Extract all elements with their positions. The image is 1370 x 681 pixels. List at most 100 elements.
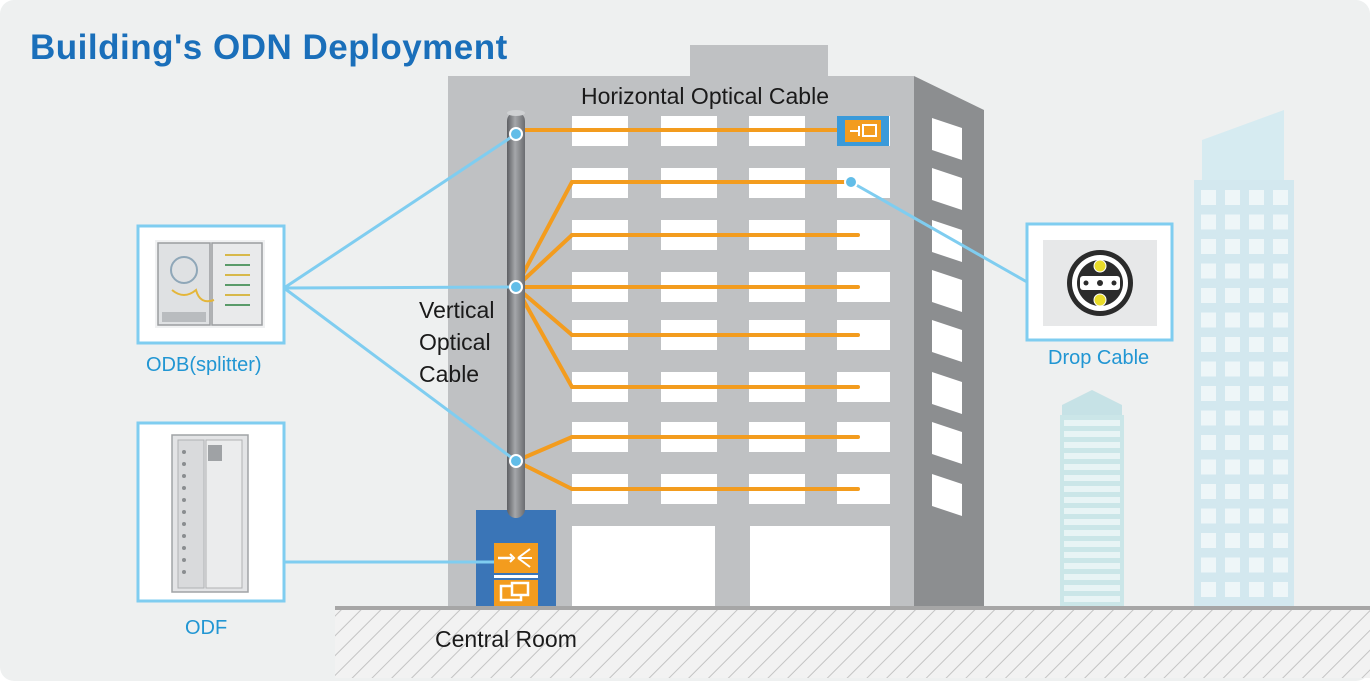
bg-window — [1249, 459, 1264, 475]
central-room-label: Central Room — [435, 626, 577, 652]
bg-window — [1273, 288, 1288, 303]
fiber-terminal-box-icon — [837, 116, 889, 146]
bg-window — [1225, 288, 1240, 303]
horizontal-cable-label: Horizontal Optical Cable — [581, 83, 830, 109]
bg-window — [1064, 453, 1120, 459]
side-window — [932, 270, 962, 312]
bg-window — [1249, 557, 1264, 573]
bg-window — [1064, 596, 1120, 602]
bg-window — [1225, 582, 1240, 597]
odf-cabinet-icon — [136, 421, 286, 603]
bg-window — [1064, 530, 1120, 536]
bg-window — [1201, 459, 1216, 475]
bg-window — [1273, 214, 1288, 230]
bg-window — [1225, 484, 1240, 499]
bg-window — [1064, 442, 1120, 448]
side-window — [932, 474, 962, 516]
splitter-icon — [494, 543, 538, 606]
bg-window — [1225, 263, 1240, 279]
odf-port — [182, 558, 186, 562]
bg-window — [1201, 533, 1216, 548]
background-short-building — [1060, 390, 1124, 610]
bg-window — [1225, 386, 1240, 401]
bg-window — [1273, 557, 1288, 573]
bg-window — [1249, 508, 1264, 524]
drop-cable-cross-section-icon — [1025, 222, 1174, 342]
bg-window — [1249, 435, 1264, 450]
bg-window — [1249, 239, 1264, 254]
bg-window — [1201, 263, 1216, 279]
odf-port — [182, 498, 186, 502]
ground — [335, 608, 1370, 678]
bg-window — [1064, 519, 1120, 525]
bg-window — [1225, 312, 1240, 328]
background-tall-building — [1194, 110, 1294, 610]
horizontal-optical-cables — [514, 128, 860, 491]
bg-window — [1201, 190, 1216, 205]
bg-window — [1201, 214, 1216, 230]
bg-window — [1249, 410, 1264, 426]
bg-window — [1273, 263, 1288, 279]
odf-port — [182, 570, 186, 574]
bg-window — [1064, 508, 1120, 514]
diagram-title: Building's ODN Deployment — [30, 28, 508, 67]
bg-window — [1273, 435, 1288, 450]
bg-window — [1273, 459, 1288, 475]
bg-window — [1225, 239, 1240, 254]
bg-window — [1225, 214, 1240, 230]
drop-cable-label: Drop Cable — [1048, 347, 1150, 369]
bg-window — [1249, 361, 1264, 377]
bg-window — [1249, 484, 1264, 499]
odb-label: ODB(splitter) — [146, 354, 262, 376]
bg-window — [1201, 361, 1216, 377]
bg-window — [1225, 435, 1240, 450]
bg-window — [1249, 582, 1264, 597]
bg-window — [1201, 312, 1216, 328]
bg-window — [1249, 337, 1264, 352]
odf-port — [182, 546, 186, 550]
bg-window — [1064, 420, 1120, 426]
bg-window — [1273, 190, 1288, 205]
odf-label: ODF — [185, 617, 228, 639]
odf-port — [182, 450, 186, 454]
bg-window — [1273, 386, 1288, 401]
odf-port — [182, 486, 186, 490]
bg-window — [1273, 533, 1288, 548]
bg-window — [1249, 263, 1264, 279]
side-window — [932, 422, 962, 464]
bg-window — [1273, 410, 1288, 426]
bg-window — [1273, 337, 1288, 352]
bg-window — [1064, 574, 1120, 580]
side-window — [932, 372, 962, 414]
bg-window — [1225, 508, 1240, 524]
vertical-cable-label-line2: Optical — [419, 329, 491, 355]
bg-window — [1249, 312, 1264, 328]
side-window — [932, 168, 962, 210]
odf-port — [182, 534, 186, 538]
side-window — [932, 320, 962, 362]
bg-window — [1064, 563, 1120, 569]
bg-window — [1249, 386, 1264, 401]
bg-window — [1064, 486, 1120, 492]
bg-window — [1249, 533, 1264, 548]
bg-window — [1225, 533, 1240, 548]
connector-lines — [283, 132, 1028, 564]
side-window — [932, 118, 962, 160]
bg-window — [1201, 484, 1216, 499]
bg-window — [1201, 435, 1216, 450]
bg-window — [1201, 508, 1216, 524]
side-window — [932, 220, 962, 262]
bg-window — [1225, 410, 1240, 426]
bg-window — [1064, 431, 1120, 437]
bg-window — [1225, 190, 1240, 205]
bg-window — [1201, 582, 1216, 597]
odf-port — [182, 474, 186, 478]
bg-window — [1201, 337, 1216, 352]
bg-window — [1273, 582, 1288, 597]
odb-splitter-box-icon — [136, 224, 286, 345]
vertical-optical-cable — [507, 110, 525, 518]
bg-window — [1064, 541, 1120, 547]
connection-dots — [509, 127, 858, 468]
bg-window — [1201, 410, 1216, 426]
